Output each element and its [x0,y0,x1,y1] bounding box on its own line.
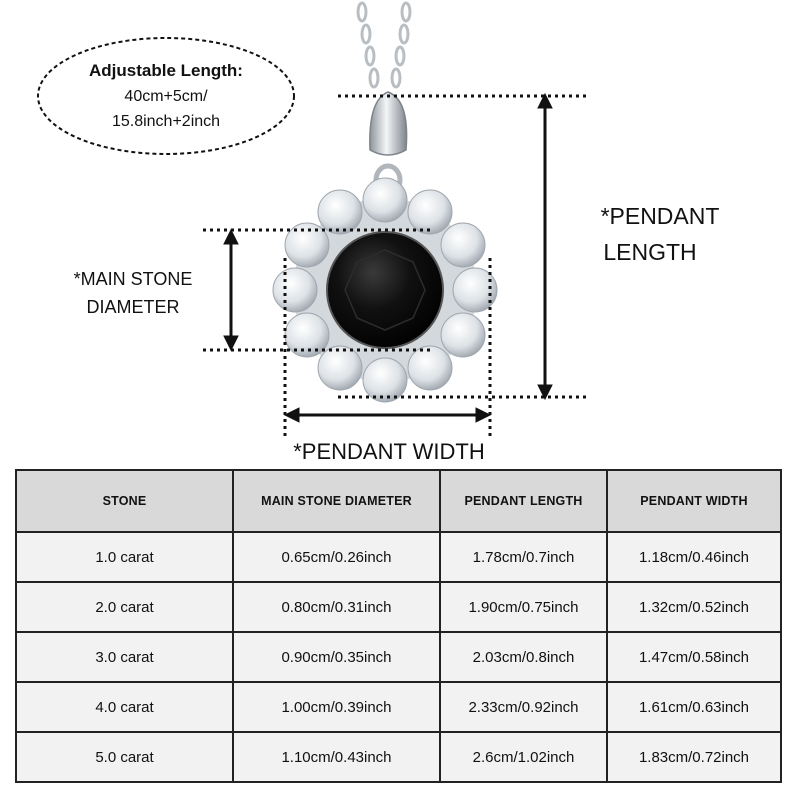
length-callout-bubble [37,37,295,155]
table-row: 2.0 carat 0.80cm/0.31inch 1.90cm/0.75inc… [15,581,782,633]
cell-pendant-width: 1.61cm/0.63inch [606,681,782,733]
callout-line2: 15.8inch+2inch [112,113,220,130]
cell-pendant-length: 1.90cm/0.75inch [439,581,608,633]
main-stone-label-line2: DIAMETER [86,297,179,317]
pendant-length-dimension [338,92,590,401]
main-stone-label-line1: *MAIN STONE [74,269,193,289]
header-pendant-width: PENDANT WIDTH [606,469,782,533]
cell-pendant-length: 2.33cm/0.92inch [439,681,608,733]
cell-pendant-length: 2.03cm/0.8inch [439,631,608,683]
cell-stone: 2.0 carat [15,581,234,633]
pendant-bail [369,91,408,156]
cell-stone: 1.0 carat [15,531,234,583]
cell-pendant-width: 1.32cm/0.52inch [606,581,782,633]
main-stone [326,231,444,349]
header-stone: STONE [15,469,234,533]
main-stone-dimension [203,228,430,352]
cell-main-stone-diameter: 0.90cm/0.35inch [232,631,441,683]
table-header-row: STONE MAIN STONE DIAMETER PENDANT LENGTH… [15,469,782,533]
pendant-width-dimension [283,258,492,438]
cell-pendant-length: 1.78cm/0.7inch [439,531,608,583]
cell-pendant-length: 2.6cm/1.02inch [439,731,608,783]
cell-main-stone-diameter: 1.00cm/0.39inch [232,681,441,733]
pendant-width-label: *PENDANT WIDTH [293,439,485,464]
chain [356,1,412,89]
table-row: 3.0 carat 0.90cm/0.35inch 2.03cm/0.8inch… [15,631,782,683]
cell-main-stone-diameter: 0.80cm/0.31inch [232,581,441,633]
cell-stone: 3.0 carat [15,631,234,683]
header-main-stone-diameter: MAIN STONE DIAMETER [232,469,441,533]
cell-main-stone-diameter: 1.10cm/0.43inch [232,731,441,783]
pendant-length-label-line2: LENGTH [603,239,696,265]
table-row: 1.0 carat 0.65cm/0.26inch 1.78cm/0.7inch… [15,531,782,583]
cell-main-stone-diameter: 0.65cm/0.26inch [232,531,441,583]
callout-title: Adjustable Length: [89,61,243,80]
table-row: 5.0 carat 1.10cm/0.43inch 2.6cm/1.02inch… [15,731,782,783]
cell-stone: 5.0 carat [15,731,234,783]
table-row: 4.0 carat 1.00cm/0.39inch 2.33cm/0.92inc… [15,681,782,733]
pendant-length-label-line1: *PENDANT [601,203,720,229]
pendant-diagram: Adjustable Length: 40cm+5cm/ 15.8inch+2i… [37,1,720,464]
callout-line1: 40cm+5cm/ [124,88,208,105]
cell-pendant-width: 1.47cm/0.58inch [606,631,782,683]
size-spec-table: STONE MAIN STONE DIAMETER PENDANT LENGTH… [15,469,782,783]
header-pendant-length: PENDANT LENGTH [439,469,608,533]
cell-stone: 4.0 carat [15,681,234,733]
cell-pendant-width: 1.83cm/0.72inch [606,731,782,783]
cell-pendant-width: 1.18cm/0.46inch [606,531,782,583]
